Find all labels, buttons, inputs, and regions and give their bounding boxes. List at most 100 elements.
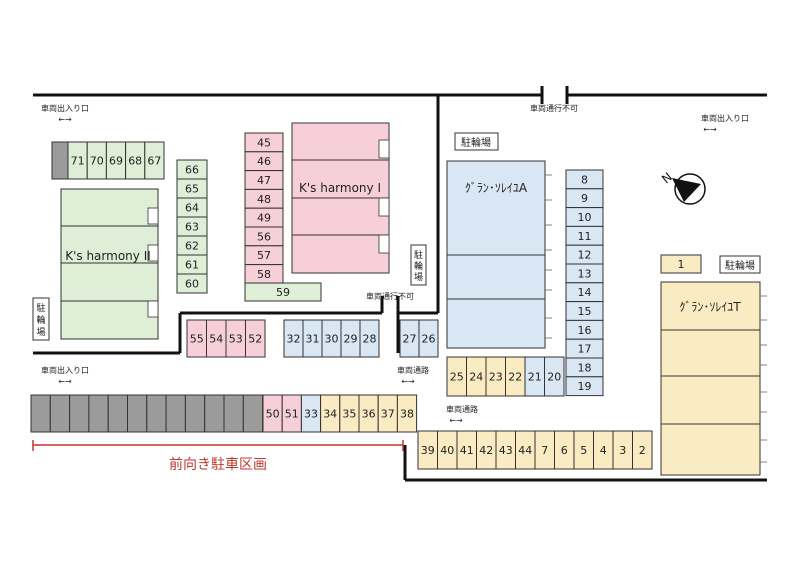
parking-space: 13: [565, 263, 604, 284]
bike-parking-vertical-mid: 駐 輪 場: [410, 244, 427, 286]
parking-space: 16: [565, 319, 604, 340]
space-number: 7: [541, 444, 548, 457]
boundary-walls: [33, 86, 767, 482]
building-kh1: K's harmony I: [291, 122, 390, 274]
space-number: 68: [128, 155, 142, 168]
parking-space: 70: [86, 141, 107, 180]
parking-space: 41: [456, 430, 477, 470]
bike-label: 駐輪場: [725, 259, 755, 272]
parking-space: 8: [565, 169, 604, 190]
space-number: 18: [578, 361, 592, 374]
space-number: 24: [469, 371, 483, 384]
parking-space: 43: [495, 430, 516, 470]
space-number: 10: [578, 211, 592, 224]
parking-space: 42: [476, 430, 497, 470]
parking-space: 1: [660, 254, 702, 274]
entrance-label: 車両出入り口: [701, 113, 749, 123]
space-number: 71: [71, 155, 85, 168]
parking-space: 55: [186, 319, 207, 358]
space-number: 48: [257, 193, 271, 206]
parking-space: 44: [515, 430, 536, 470]
parking-space: 39: [417, 430, 438, 470]
parking-space: 51: [281, 394, 302, 433]
space-number: 21: [528, 371, 542, 384]
parking-space: 18: [565, 357, 604, 378]
space-number: 25: [450, 371, 464, 384]
space-number: 14: [578, 286, 592, 299]
space-number: 34: [323, 408, 337, 421]
space-number: 58: [257, 268, 271, 281]
space-number: 66: [185, 164, 199, 177]
parking-space: 37: [377, 394, 398, 433]
space-number: 35: [342, 408, 356, 421]
parking-space: [69, 394, 90, 433]
space-number: 4: [600, 444, 607, 457]
space-number: 56: [257, 230, 271, 243]
compass-north-label: N: [659, 170, 675, 186]
space-number: 33: [304, 408, 318, 421]
space-number: 42: [479, 444, 493, 457]
space-number: 32: [287, 333, 301, 346]
parking-space: 49: [244, 207, 284, 228]
parking-space: 22: [505, 356, 526, 397]
parking-space: 47: [244, 170, 284, 190]
no-pass-label: 車両通行不可: [530, 103, 578, 113]
space-number: 1: [678, 258, 685, 271]
parking-space: 32: [283, 319, 304, 358]
parking-space: [204, 394, 225, 433]
bike-label: 駐輪場: [461, 136, 491, 149]
space-number: 44: [518, 444, 532, 457]
entrance-label: 車両出入り口: [41, 365, 89, 375]
compass-arrow: [672, 178, 701, 202]
parking-space: [30, 394, 51, 433]
parking-space: 34: [320, 394, 341, 433]
space-number: 57: [257, 249, 271, 262]
parking-space: 7: [534, 430, 555, 470]
space-number: 50: [266, 408, 280, 421]
parking-space: 2: [632, 430, 653, 470]
parking-space: [127, 394, 148, 433]
parking-space: 46: [244, 151, 284, 172]
bike-char: 駐: [36, 302, 45, 314]
parking-space: 10: [565, 207, 604, 227]
compass: N: [659, 170, 706, 205]
passage-label: 車両通路: [397, 365, 429, 375]
parking-space: 57: [244, 245, 284, 266]
passage-label: 車両通路: [446, 404, 478, 414]
parking-space: 53: [225, 319, 246, 358]
parking-space: 12: [565, 244, 604, 265]
parking-space: 63: [176, 216, 208, 237]
building-kh2: K's harmony II: [60, 188, 159, 340]
parking-space: 19: [565, 376, 604, 397]
space-number: 15: [578, 305, 592, 318]
space-number: 20: [547, 371, 561, 384]
gran-t-label: ｸﾞﾗﾝ･ｿﾚｲﾕT: [679, 300, 741, 314]
parking-space: 68: [125, 141, 146, 180]
parking-space: 60: [176, 273, 208, 294]
space-number: 40: [440, 444, 454, 457]
parking-space: 4: [593, 430, 614, 470]
space-number: 54: [209, 333, 223, 346]
kh2-label: K's harmony II: [65, 249, 151, 263]
passage-arrow: ←→: [401, 377, 415, 386]
parking-space: 65: [176, 178, 208, 199]
parking-space: 33: [300, 394, 322, 433]
no-pass-label: 車両通行不可: [366, 291, 414, 301]
forward-parking-label: 前向き駐車区画: [169, 456, 267, 473]
space-number: 47: [257, 174, 271, 187]
parking-space: [88, 394, 109, 433]
space-number: 51: [285, 408, 299, 421]
space-number: 53: [229, 333, 243, 346]
parking-space: 56: [244, 226, 284, 247]
parking-space: 28: [359, 319, 380, 358]
parking-space: 5: [573, 430, 594, 470]
bike-parking-right: 駐輪場: [719, 255, 761, 274]
space-number: 11: [578, 230, 592, 243]
parking-space: 61: [176, 254, 208, 275]
space-number: 39: [421, 444, 435, 457]
bike-char: 駐: [414, 249, 423, 261]
parking-space: [107, 394, 128, 433]
space-number: 9: [581, 192, 588, 205]
